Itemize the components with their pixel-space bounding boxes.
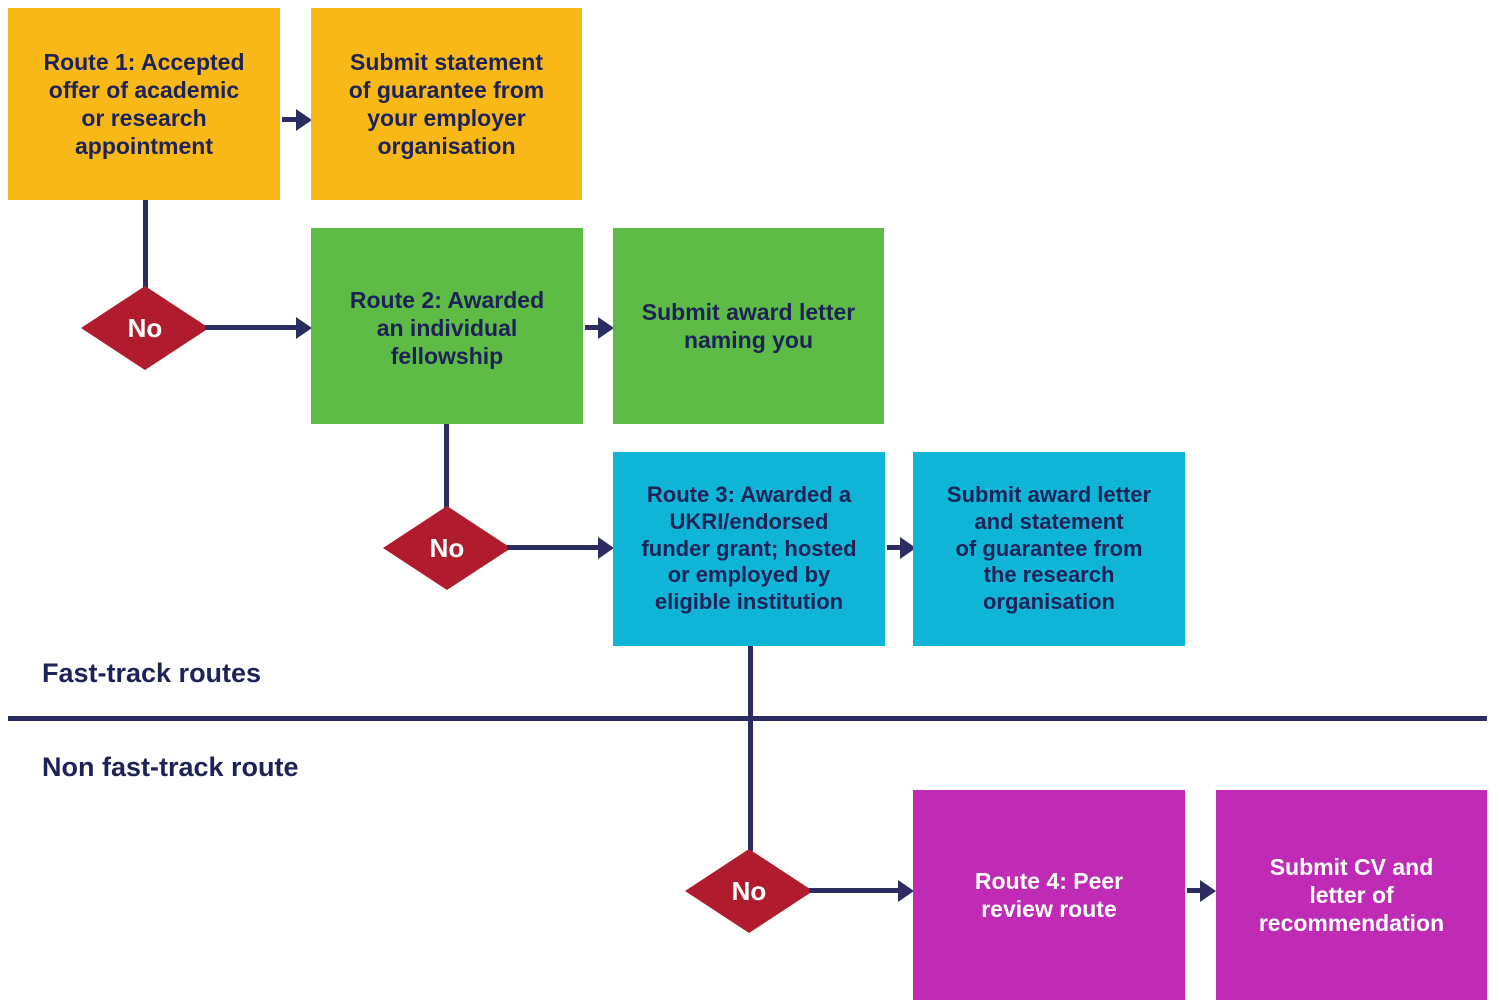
node-route-1-action-label: Submit statement of guarantee from your … [348, 48, 545, 160]
section-label-non-fast-track: Non fast-track route [42, 752, 299, 783]
decision-no-2-label: No [429, 532, 465, 563]
node-route-4-label: Route 4: Peer review route [974, 867, 1124, 922]
node-route-4-action-label: Submit CV and letter of recommendation [1258, 853, 1445, 937]
connector-route4-to-action [1187, 888, 1205, 893]
node-route-1-action[interactable]: Submit statement of guarantee from your … [311, 8, 582, 200]
arrowhead-route2-to-action [598, 317, 614, 339]
node-route-3[interactable]: Route 3: Awarded a UKRI/endorsed funder … [613, 452, 885, 646]
connector-route1-to-action [282, 117, 300, 122]
decision-no-3-label: No [731, 875, 767, 906]
section-divider [8, 716, 1487, 721]
node-route-1[interactable]: Route 1: Accepted offer of academic or r… [8, 8, 280, 200]
connector-no3-to-route4 [809, 888, 907, 893]
node-route-4[interactable]: Route 4: Peer review route [913, 790, 1185, 1000]
node-route-1-label: Route 1: Accepted offer of academic or r… [43, 48, 245, 160]
connector-route1-to-no1 [143, 200, 148, 290]
arrowhead-route3-to-action [900, 537, 916, 559]
decision-no-1-label: No [127, 312, 163, 343]
node-route-2-action[interactable]: Submit award letter naming you [613, 228, 884, 424]
connector-route2-to-action [585, 325, 603, 330]
node-route-2-action-label: Submit award letter naming you [641, 298, 856, 353]
arrowhead-no3-to-route4 [898, 880, 914, 902]
node-route-4-action[interactable]: Submit CV and letter of recommendation [1216, 790, 1487, 1000]
connector-no2-to-route3 [507, 545, 607, 550]
section-label-fast-track-text: Fast-track routes [42, 658, 262, 688]
arrowhead-no1-to-route2 [296, 317, 312, 339]
decision-no-2[interactable]: No [383, 506, 511, 590]
connector-no1-to-route2 [205, 325, 305, 330]
node-route-2[interactable]: Route 2: Awarded an individual fellowshi… [311, 228, 583, 424]
arrowhead-no2-to-route3 [598, 537, 614, 559]
section-label-non-fast-track-text: Non fast-track route [42, 752, 299, 782]
arrowhead-route1-to-action [296, 109, 312, 131]
node-route-2-label: Route 2: Awarded an individual fellowshi… [349, 287, 545, 370]
node-route-3-label: Route 3: Awarded a UKRI/endorsed funder … [641, 481, 857, 615]
decision-no-3[interactable]: No [685, 849, 813, 933]
connector-route3-to-no3 [748, 646, 753, 851]
node-route-3-action[interactable]: Submit award letter and statement of gua… [913, 452, 1185, 646]
arrowhead-route4-to-action [1200, 880, 1216, 902]
connector-route3-to-action [887, 545, 905, 550]
section-label-fast-track: Fast-track routes [42, 658, 261, 689]
node-route-3-action-label: Submit award letter and statement of gua… [946, 481, 1152, 615]
connector-route2-to-no2 [444, 424, 449, 509]
decision-no-1[interactable]: No [81, 286, 209, 370]
